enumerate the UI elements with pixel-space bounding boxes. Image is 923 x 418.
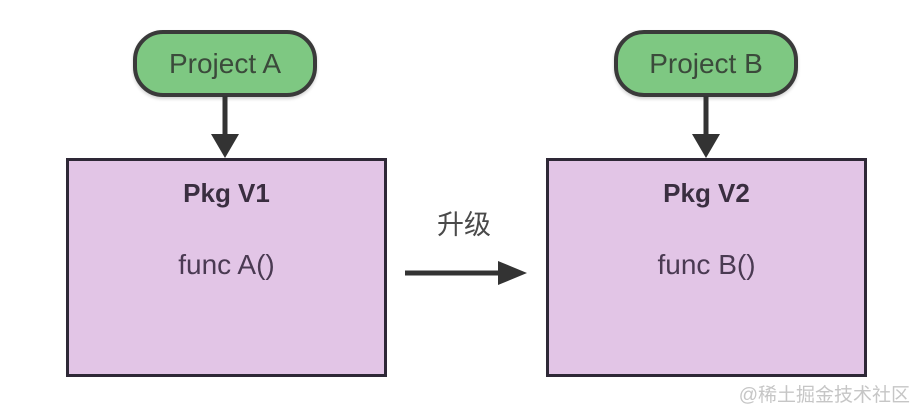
project-b-label: Project B xyxy=(649,47,763,79)
arrow-project-a-to-pkg-v1-icon xyxy=(211,96,239,158)
project-a-node: Project A xyxy=(133,30,317,97)
pkg-v1-func: func A() xyxy=(178,249,275,280)
pkg-v1-node: Pkg V1 func A() xyxy=(66,158,387,377)
arrow-project-b-to-pkg-v2-icon xyxy=(692,96,720,158)
pkg-v1-title: Pkg V1 xyxy=(183,178,270,208)
upgrade-label: 升级 xyxy=(437,210,491,240)
project-b-node: Project B xyxy=(614,30,798,97)
arrow-pkg-v1-to-pkg-v2-icon xyxy=(405,261,527,285)
pkg-v2-node: Pkg V2 func B() xyxy=(546,158,867,377)
pkg-v2-title: Pkg V2 xyxy=(663,178,750,208)
watermark: @稀土掘金技术社区 xyxy=(738,385,910,406)
pkg-v2-func: func B() xyxy=(657,249,756,280)
project-a-label: Project A xyxy=(168,47,282,79)
